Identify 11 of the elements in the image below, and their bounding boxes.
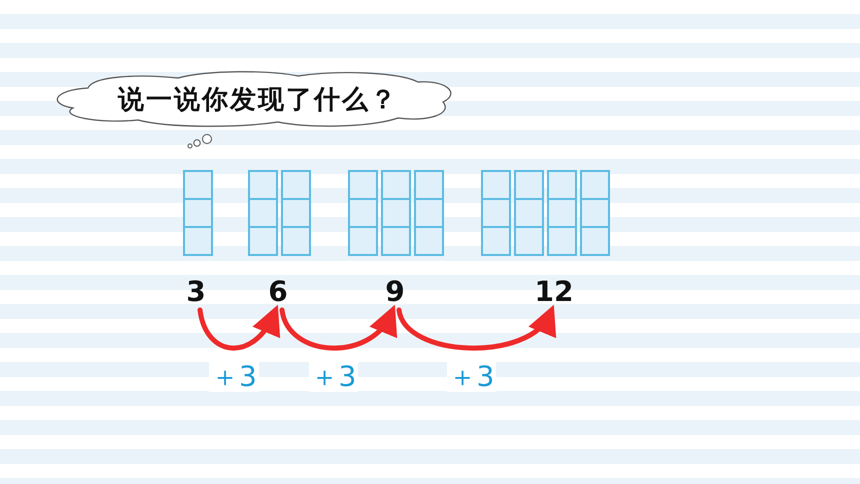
number-label: 9 [373,276,417,308]
number-label: 6 [256,276,300,308]
curved-arrow [280,305,396,350]
number-label: 12 [532,276,576,308]
edge-label: ＋3 [446,362,496,392]
cloud-text: 说一说你发现了什么？ [118,84,398,117]
curved-arrow [198,305,279,350]
curved-arrow [396,306,556,350]
number-label: 3 [174,276,218,308]
edge-label: ＋3 [308,362,358,392]
edge-label: ＋3 [209,362,259,392]
